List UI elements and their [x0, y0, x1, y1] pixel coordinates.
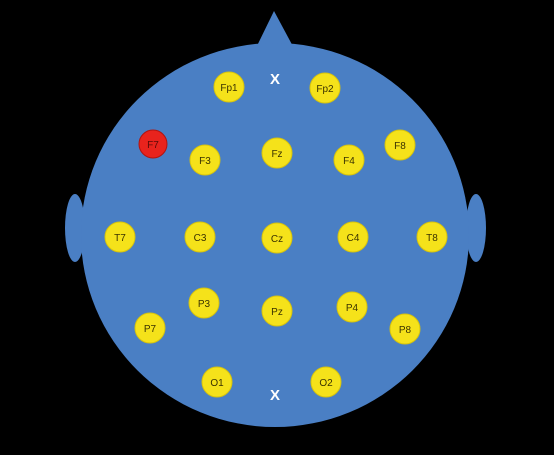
- electrode-label: Fp2: [316, 84, 334, 95]
- electrode-c3: C3: [184, 221, 216, 253]
- electrode-dot: [138, 129, 168, 159]
- electrode-label: Fp1: [220, 83, 238, 94]
- nose: [254, 11, 296, 52]
- inion-mark: X: [270, 387, 280, 404]
- electrode-label: F3: [199, 156, 211, 167]
- electrode-p4: P4: [336, 291, 368, 323]
- electrode-fp2: Fp2: [309, 72, 341, 104]
- electrode-label: P4: [346, 303, 359, 314]
- left-ear: [65, 194, 85, 262]
- electrode-dot: [104, 221, 136, 253]
- electrode-dot: [201, 366, 233, 398]
- electrode-label: T7: [114, 233, 126, 244]
- electrode-dot: [134, 312, 166, 344]
- electrode-label: C3: [194, 233, 207, 244]
- electrode-p7: P7: [134, 312, 166, 344]
- electrode-dot: [389, 313, 421, 345]
- electrode-label: Fz: [271, 149, 282, 160]
- electrode-dot: [261, 222, 293, 254]
- right-ear: [466, 194, 486, 262]
- electrode-f8: F8: [384, 129, 416, 161]
- electrode-dot: [416, 221, 448, 253]
- electrode-label: F8: [394, 141, 406, 152]
- electrode-label: O1: [210, 378, 224, 389]
- electrode-label: T8: [426, 233, 438, 244]
- electrode-fp1: Fp1: [213, 71, 245, 103]
- electrode-dot: [384, 129, 416, 161]
- electrode-label: C4: [347, 233, 360, 244]
- electrode-dot: [333, 144, 365, 176]
- electrode-dot: [188, 287, 220, 319]
- electrode-dot: [337, 221, 369, 253]
- electrode-label: F4: [343, 156, 355, 167]
- electrode-dot: [336, 291, 368, 323]
- electrode-pz: Pz: [261, 295, 293, 327]
- electrode-p8: P8: [389, 313, 421, 345]
- electrode-dot: [261, 295, 293, 327]
- electrode-f4: F4: [333, 144, 365, 176]
- electrode-label: Cz: [271, 234, 283, 245]
- electrode-cz: Cz: [261, 222, 293, 254]
- electrode-label: P7: [144, 324, 157, 335]
- electrode-f7: F7: [138, 129, 168, 159]
- electrode-dot: [309, 72, 341, 104]
- electrode-label: P3: [198, 299, 211, 310]
- electrode-label: O2: [319, 378, 333, 389]
- electrode-fz: Fz: [261, 137, 293, 169]
- electrode-dot: [261, 137, 293, 169]
- electrode-dot: [310, 366, 342, 398]
- electrode-label: F7: [147, 140, 159, 151]
- electrode-o1: O1: [201, 366, 233, 398]
- electrode-p3: P3: [188, 287, 220, 319]
- electrode-dot: [184, 221, 216, 253]
- electrode-o2: O2: [310, 366, 342, 398]
- nasion-mark: X: [270, 71, 280, 88]
- electrode-c4: C4: [337, 221, 369, 253]
- electrode-dot: [189, 144, 221, 176]
- electrode-f3: F3: [189, 144, 221, 176]
- electrode-label: Pz: [271, 307, 283, 318]
- electrode-dot: [213, 71, 245, 103]
- electrode-t7: T7: [104, 221, 136, 253]
- electrode-t8: T8: [416, 221, 448, 253]
- electrode-label: P8: [399, 325, 412, 336]
